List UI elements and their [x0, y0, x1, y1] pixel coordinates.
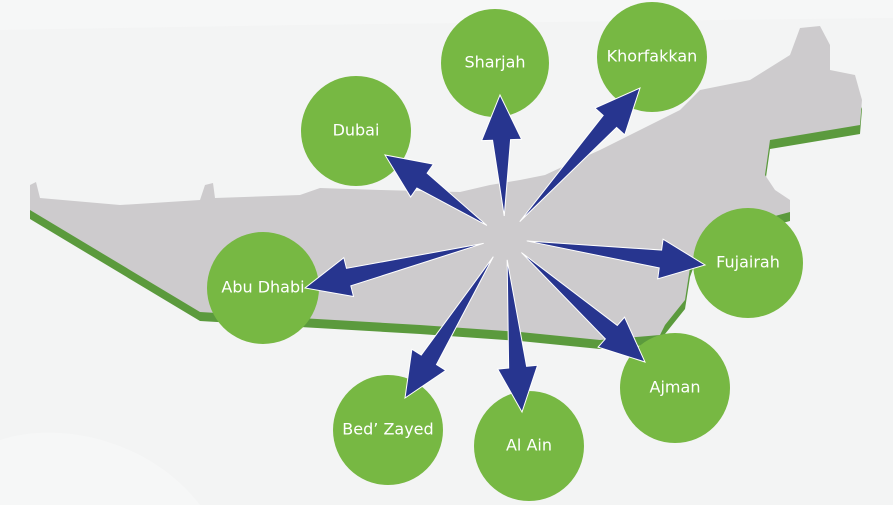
- destination-label: Khorfakkan: [607, 47, 698, 66]
- destination-al-ain: Al Ain: [474, 391, 584, 501]
- destination-dubai: Dubai: [301, 76, 411, 186]
- destination-circle: [597, 2, 707, 112]
- arrow-to-khorfakkan: [519, 87, 641, 223]
- destination-abu-dhabi: Abu Dhabi: [207, 232, 319, 344]
- destination-ajman: Ajman: [620, 333, 730, 443]
- destination-label: Dubai: [333, 121, 380, 140]
- arrow-to-dubai: [383, 154, 488, 226]
- destination-circle: [474, 391, 584, 501]
- destination-label: Abu Dhabi: [221, 278, 304, 297]
- arrow-to-fujairah: [526, 238, 707, 280]
- arrow-to-sharjah: [480, 93, 523, 217]
- destination-label: Bed’ Zayed: [342, 420, 433, 439]
- destination-circle: [207, 232, 319, 344]
- destination-label: Ajman: [650, 378, 701, 397]
- destination-circle: [333, 375, 443, 485]
- destination-sharjah: Sharjah: [441, 9, 549, 117]
- destination-fujairah: Fujairah: [693, 208, 803, 318]
- destination-label: Sharjah: [464, 53, 525, 72]
- destination-circle: [620, 333, 730, 443]
- destination-label: Al Ain: [506, 436, 552, 455]
- destination-circle: [693, 208, 803, 318]
- arrow-to-al-ain: [496, 259, 539, 414]
- arrow-to-ajman: [521, 252, 646, 363]
- destination-khorfakkan: Khorfakkan: [597, 2, 707, 112]
- destination-bed-zayed: Bed’ Zayed: [333, 375, 443, 485]
- arrow-to-abu-dhabi: [303, 242, 484, 298]
- destination-circle: [301, 76, 411, 186]
- destination-label: Fujairah: [716, 253, 780, 272]
- arrow-to-bed-zayed: [404, 256, 494, 400]
- destination-circle: [441, 9, 549, 117]
- arrows-group: [303, 87, 707, 414]
